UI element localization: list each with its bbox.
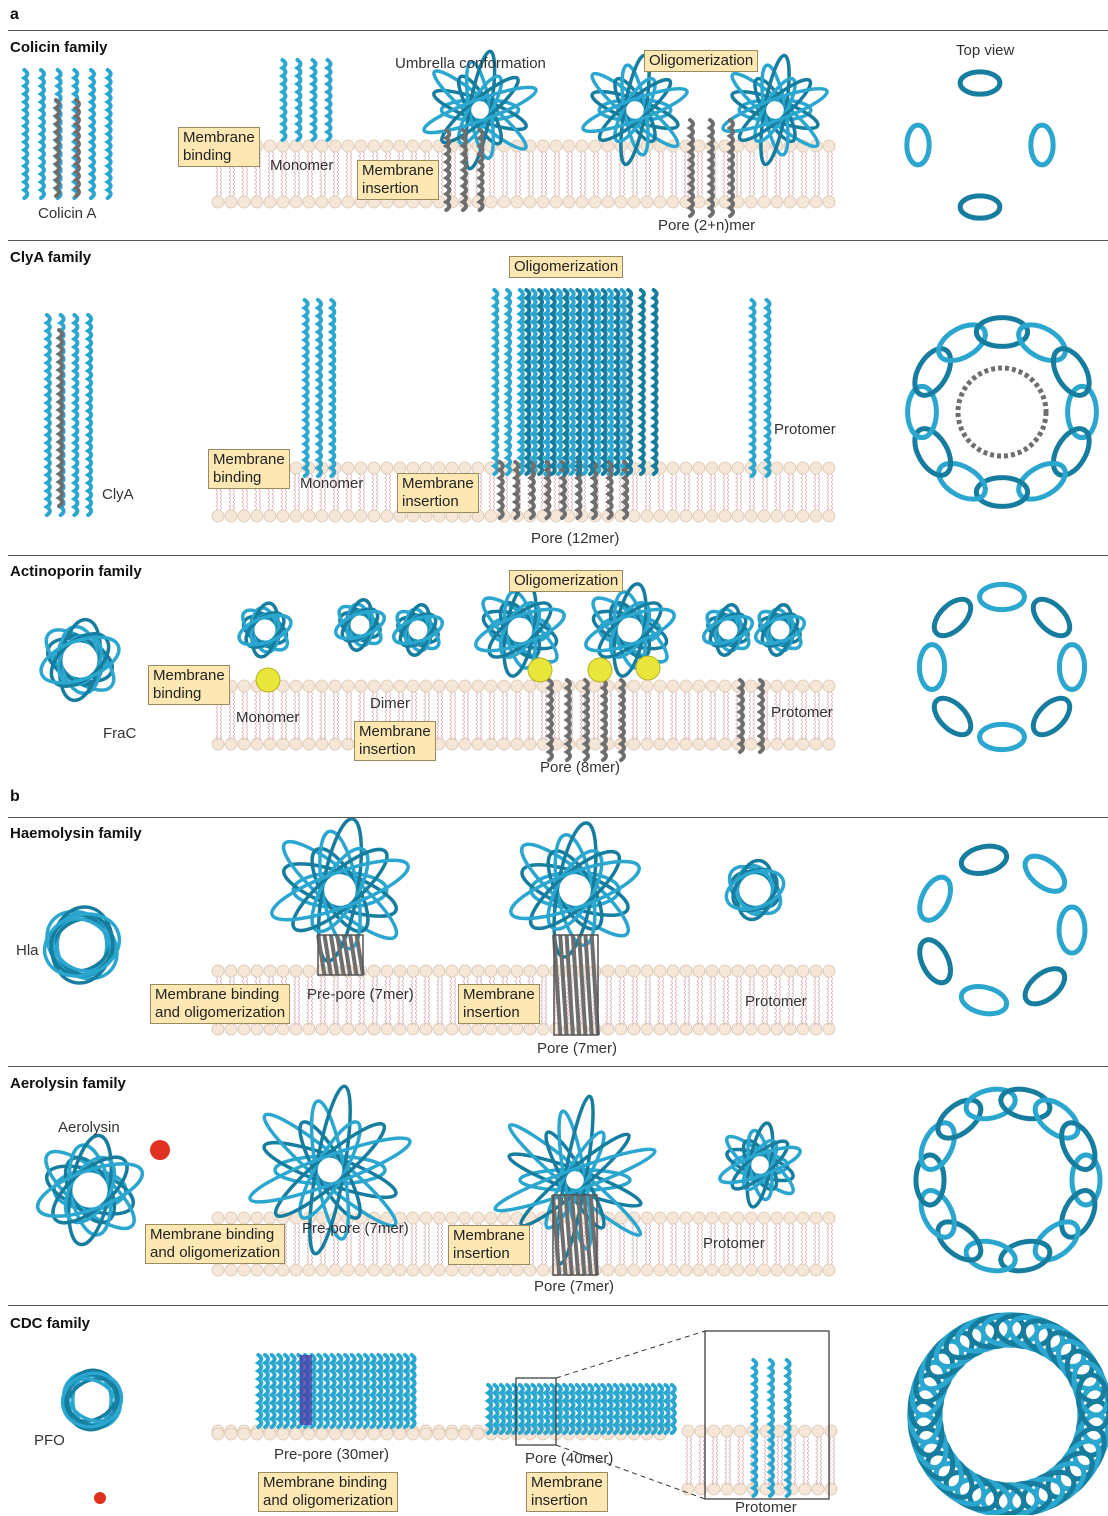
step-box-membrane-binding-oligomerization: Membrane binding and oligomerization (145, 1224, 285, 1264)
lipid-binding-site (528, 658, 552, 682)
frac-top-view (919, 584, 1084, 749)
step-box-membrane-insertion: Membrane insertion (354, 721, 436, 761)
aerolysin-top-view (914, 1085, 1102, 1276)
clya-pore-right (526, 290, 656, 474)
clya-core (59, 330, 62, 506)
clya-structure (47, 315, 91, 515)
step-box-oligomerization: Oligomerization (509, 256, 623, 278)
pfo-red-loop (94, 1492, 106, 1504)
step-box-oligomerization: Oligomerization (509, 570, 623, 592)
stage-label-pore: Pore (2+n)mer (658, 217, 755, 234)
divider (8, 240, 1108, 241)
stage-label-pore: Pore (40mer) (525, 1450, 613, 1467)
step-box-oligomerization: Oligomerization (644, 50, 758, 72)
frac-pore-left (471, 582, 568, 679)
protein-label-clya: ClyA (102, 486, 134, 503)
step-box-membrane-binding: Membrane binding (178, 127, 260, 167)
cdc-protomer-frame (705, 1331, 829, 1499)
lipid-binding-site (256, 668, 280, 692)
panel-label-b: b (10, 788, 20, 806)
stage-label-protomer: Protomer (735, 1499, 797, 1516)
clya-monomer-structure (305, 300, 335, 476)
stage-label-protomer: Protomer (745, 993, 807, 1010)
frac-monomer-structure (235, 601, 294, 659)
hla-structure (34, 898, 131, 993)
colicin-monomer-structure (283, 60, 331, 140)
protein-label-aerolysin: Aerolysin (58, 1119, 120, 1136)
hla-top-view (913, 842, 1085, 1018)
protein-label-frac: FraC (103, 725, 136, 742)
stage-label-umbrella: Umbrella conformation (395, 55, 546, 72)
stage-label-protomer: Protomer (703, 1235, 765, 1252)
aerolysin-protomer-structure (716, 1121, 803, 1208)
family-title-clya: ClyA family (10, 249, 91, 266)
protein-label-pfo: PFO (34, 1432, 65, 1449)
cdc-prepore-structure (258, 1355, 414, 1427)
cdc-prepore-highlight (300, 1355, 312, 1425)
divider (8, 817, 1108, 818)
lipid-binding-site (588, 658, 612, 682)
step-box-membrane-binding: Membrane binding (148, 665, 230, 705)
frac-protomer-left (700, 603, 756, 657)
step-box-membrane-binding-oligomerization: Membrane binding and oligomerization (258, 1472, 398, 1512)
stage-label-pore: Pore (12mer) (531, 530, 619, 547)
stage-label-monomer: Monomer (300, 475, 363, 492)
stage-label-monomer: Monomer (236, 709, 299, 726)
hla-protomer-structure (721, 857, 789, 922)
stage-label-pore: Pore (7mer) (537, 1040, 617, 1057)
stage-label-pore: Pore (7mer) (534, 1278, 614, 1295)
colicin-a-structure (24, 70, 110, 198)
divider (8, 1066, 1108, 1067)
cdc-top-view (906, 1311, 1108, 1515)
divider (8, 555, 1108, 556)
clya-top-view (907, 317, 1096, 506)
family-title-cdc: CDC family (10, 1315, 90, 1332)
stage-label-monomer: Monomer (270, 157, 333, 174)
step-box-membrane-insertion: Membrane insertion (448, 1225, 530, 1265)
aerolysin-red-loop (150, 1140, 170, 1160)
pfo-structure (52, 1361, 131, 1439)
step-box-membrane-insertion: Membrane insertion (458, 984, 540, 1024)
step-box-membrane-insertion: Membrane insertion (526, 1472, 608, 1512)
panel-label-a: a (10, 6, 19, 24)
family-title-actinoporin: Actinoporin family (10, 563, 142, 580)
divider (8, 1305, 1108, 1306)
stage-label-protomer: Protomer (771, 704, 833, 721)
stage-label-top-view: Top view (956, 42, 1014, 59)
colicin-top-view (907, 72, 1053, 218)
zoom-line (556, 1331, 705, 1378)
stage-label-prepore: Pre-pore (30mer) (274, 1446, 389, 1463)
family-title-haemolysin: Haemolysin family (10, 825, 142, 842)
protein-label-hla: Hla (16, 942, 39, 959)
frac-structure (35, 616, 125, 703)
hla-pore-barrel (554, 935, 598, 1035)
frac-protomer-right (752, 603, 808, 657)
stage-label-prepore: Pre-pore (7mer) (302, 1220, 409, 1237)
stage-label-prepore: Pre-pore (7mer) (307, 986, 414, 1003)
stage-label-protomer: Protomer (774, 421, 836, 438)
family-title-aerolysin: Aerolysin family (10, 1075, 126, 1092)
divider (8, 30, 1108, 31)
stage-label-pore: Pore (8mer) (540, 759, 620, 776)
step-box-membrane-binding: Membrane binding (208, 449, 290, 489)
clya-protomer-structure (752, 300, 770, 476)
aerolysin-structure (31, 1132, 148, 1248)
frac-dimer-left (332, 598, 388, 652)
step-box-membrane-insertion: Membrane insertion (397, 473, 479, 513)
frac-dimer-right (390, 603, 446, 657)
stage-label-dimer: Dimer (370, 695, 410, 712)
lipid-binding-site (636, 656, 660, 680)
step-box-membrane-binding-oligomerization: Membrane binding and oligomerization (150, 984, 290, 1024)
protein-label-colicin-a: Colicin A (38, 205, 96, 222)
family-title-colicin: Colicin family (10, 39, 108, 56)
step-box-membrane-insertion: Membrane insertion (357, 160, 439, 200)
